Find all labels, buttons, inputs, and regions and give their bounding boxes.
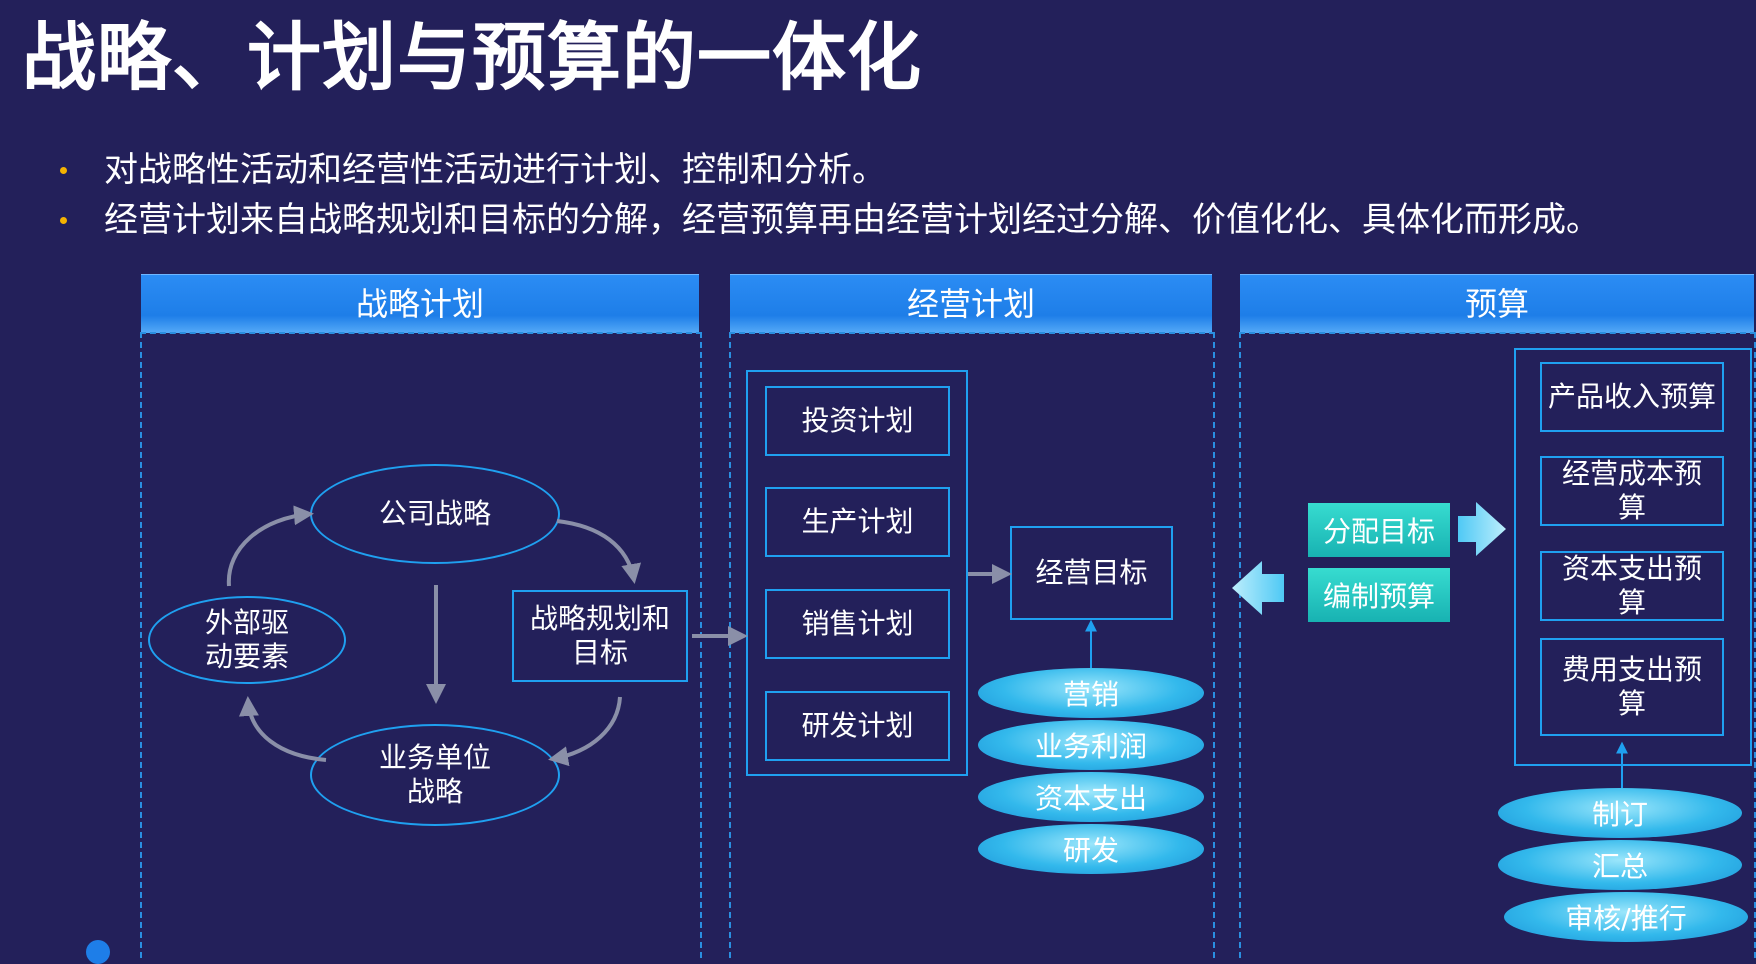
operations-pill: 业务利润 xyxy=(978,720,1204,770)
cycle-arrow xyxy=(226,505,314,587)
bullet-item: 对战略性活动和经营性活动进行计划、控制和分析。 xyxy=(60,146,886,194)
strategy-panel-header: 战略计划 xyxy=(141,274,699,333)
cycle-arrow xyxy=(556,519,642,584)
plans-group xyxy=(746,370,968,776)
cycle-arrow xyxy=(238,696,327,762)
plan-box: 研发计划 xyxy=(765,691,950,761)
budget-item-box: 费用支出预算 xyxy=(1540,638,1724,736)
budget-items-group xyxy=(1514,348,1752,766)
plan-box: 销售计划 xyxy=(765,589,950,659)
budget-panel-header: 预算 xyxy=(1240,274,1754,333)
plan-box: 投资计划 xyxy=(765,386,950,456)
bullet-dot-icon xyxy=(60,167,67,174)
budget-item-box: 经营成本预算 xyxy=(1540,456,1724,526)
operations-pill: 资本支出 xyxy=(978,772,1204,822)
budget-item-box: 产品收入预算 xyxy=(1540,362,1724,432)
budget-pill: 审核/推行 xyxy=(1504,892,1748,942)
bullet-item: 经营计划来自战略规划和目标的分解，经营预算再由经营计划经过分解、价值化化、具体化… xyxy=(60,196,1600,244)
budget-item-box: 资本支出预算 xyxy=(1540,551,1724,621)
compile-budget-box: 编制预算 xyxy=(1308,568,1450,622)
bullet-dot-icon xyxy=(60,217,67,224)
planning-goals-node: 战略规划和目标 xyxy=(512,590,688,682)
business-unit-strategy-node: 业务单位战略 xyxy=(310,724,560,826)
big-right-arrow xyxy=(1458,502,1506,556)
operations-panel-header: 经营计划 xyxy=(730,274,1212,333)
cycle-arrow xyxy=(548,696,622,767)
page-title: 战略、计划与预算的一体化 xyxy=(22,15,922,101)
operations-pill: 研发 xyxy=(978,824,1204,874)
allocate-goal-box: 分配目标 xyxy=(1308,503,1450,557)
budget-panel xyxy=(1239,332,1756,958)
operations-pill: 营销 xyxy=(978,668,1204,718)
budget-pill: 制订 xyxy=(1498,788,1742,838)
budget-pill: 汇总 xyxy=(1498,840,1742,890)
strategy-panel xyxy=(140,332,702,958)
external-factors-node: 外部驱动要素 xyxy=(148,596,346,684)
bullet-text: 经营计划来自战略规划和目标的分解，经营预算再由经营计划经过分解、价值化化、具体化… xyxy=(104,200,1600,240)
bullet-text: 对战略性活动和经营性活动进行计划、控制和分析。 xyxy=(104,150,886,190)
company-strategy-node: 公司战略 xyxy=(310,464,560,564)
plan-box: 生产计划 xyxy=(765,487,950,557)
big-left-arrow xyxy=(1232,561,1284,615)
